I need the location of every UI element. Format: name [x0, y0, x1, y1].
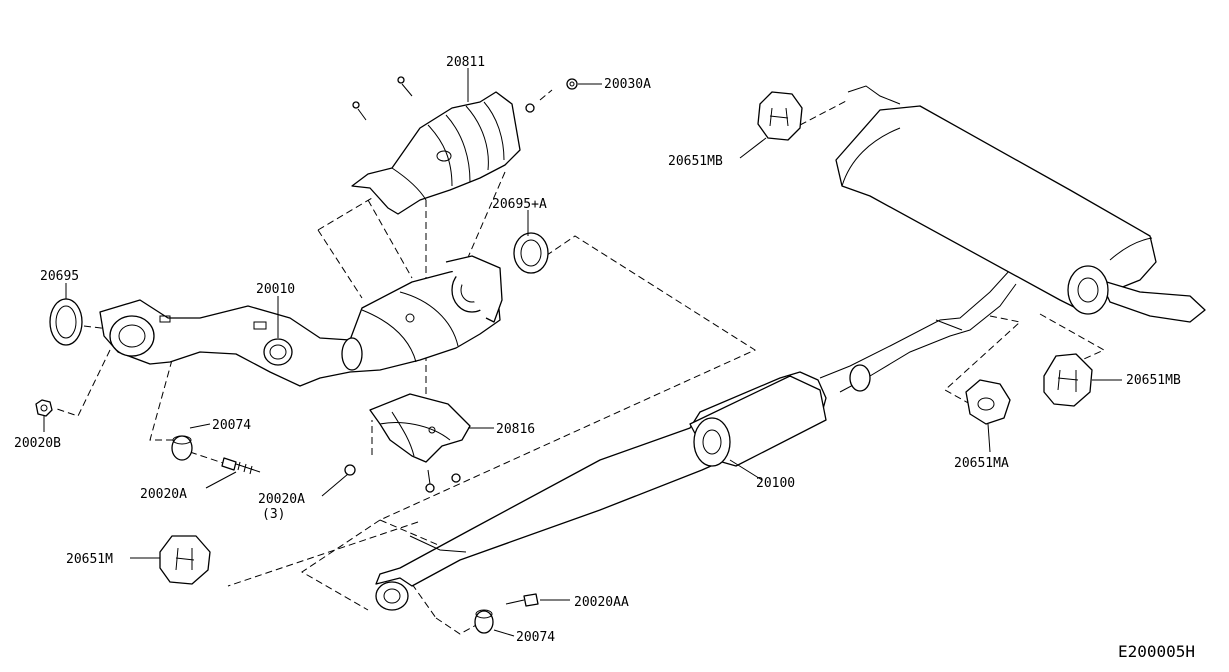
label-20651m: 20651M [66, 552, 113, 567]
gasket-20695a [513, 232, 549, 274]
center-muffler-20100 [375, 269, 1017, 611]
rear-muffler [835, 85, 1206, 323]
part-labels: 20811 20030A 20651MB 20695+A 20695 20010… [14, 55, 1195, 661]
hanger-20651ma [965, 379, 1011, 425]
nut-20020b [35, 399, 53, 417]
bolt-20020aa [505, 593, 539, 607]
label-20651ma: 20651MA [954, 456, 1009, 471]
label-20030a: 20030A [604, 77, 651, 92]
diagram-code: E200005H [1118, 642, 1195, 661]
shield-bolts [352, 76, 578, 121]
label-20020b: 20020B [14, 436, 61, 451]
label-20695: 20695 [40, 269, 79, 284]
hanger-20651mb-right [1043, 353, 1093, 407]
leader-lines [43, 68, 1122, 637]
lower-heat-shield-20816 [369, 393, 471, 463]
label-20074-top: 20074 [212, 418, 251, 433]
shield-fasteners [344, 464, 461, 493]
gasket-20695 [49, 298, 83, 346]
label-20020aa: 20020AA [574, 595, 629, 610]
hanger-20651m [159, 535, 211, 585]
upper-heat-shield-20811 [351, 91, 521, 215]
assembly-dashed-lines [53, 89, 1106, 635]
label-20074-bottom: 20074 [516, 630, 555, 645]
label-20100: 20100 [756, 476, 795, 491]
label-20816: 20816 [496, 422, 535, 437]
label-20020a-quantity: (3) [262, 507, 285, 522]
spring-20074-top [171, 435, 193, 461]
label-20010: 20010 [256, 282, 295, 297]
spring-20074-bottom [474, 609, 494, 634]
label-20651mb-top: 20651MB [668, 154, 723, 169]
label-20695a: 20695+A [492, 197, 547, 212]
front-exhaust-tube-20010 [99, 255, 503, 387]
label-20020a-mid: 20020A [258, 492, 305, 507]
label-20020a-left: 20020A [140, 487, 187, 502]
label-20811: 20811 [446, 55, 485, 70]
label-20651mb-right: 20651MB [1126, 373, 1181, 388]
bolt-20020a-left [221, 457, 261, 475]
hanger-20651mb-top [757, 91, 803, 141]
